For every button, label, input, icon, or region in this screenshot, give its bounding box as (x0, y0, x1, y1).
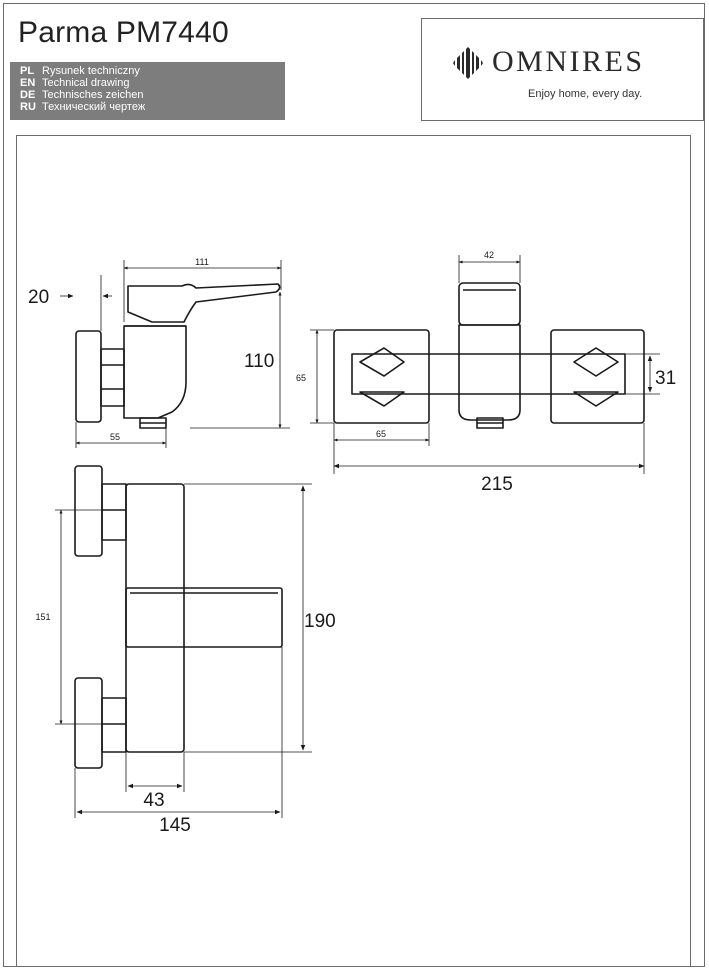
dim-front-width: 215 (481, 474, 513, 495)
dimension-lines (55, 255, 660, 818)
brand-name: OMNIRES (492, 45, 645, 78)
drawing-area (16, 135, 691, 967)
dim-front-top: 42 (484, 250, 494, 260)
dim-body-width: 43 (143, 790, 164, 811)
dim-side-width: 111 (195, 257, 209, 267)
language-label: Rysunek techniczny (42, 65, 140, 77)
top-nut-upper (101, 483, 127, 541)
top-nut-lower (101, 697, 127, 753)
dim-total-depth: 145 (159, 815, 191, 836)
language-label: Технический чертеж (42, 101, 146, 113)
dim-center-distance: 151 (35, 612, 50, 622)
language-label: Technisches zeichen (42, 89, 144, 101)
lever-handle (127, 283, 281, 323)
language-code: EN (20, 77, 36, 89)
language-label: Technical drawing (42, 77, 130, 89)
language-row-de: DE Technisches zeichen (20, 90, 285, 102)
top-lever (125, 587, 283, 648)
left-nut-face (359, 347, 405, 377)
language-row-en: EN Technical drawing (20, 78, 285, 90)
right-flange (550, 329, 645, 424)
left-flange (333, 329, 430, 424)
brand-tagline: Enjoy home, every day. (528, 88, 643, 100)
front-bar (351, 353, 626, 395)
right-nut-face (573, 347, 619, 377)
language-row-ru: RU Технический чертеж (20, 102, 285, 114)
valve-body (123, 325, 187, 419)
diamond-logo-icon (453, 47, 483, 79)
product-title: Parma PM7440 (18, 16, 229, 49)
language-code: DE (20, 89, 36, 101)
language-code: PL (20, 65, 35, 77)
dim-base-depth: 55 (110, 432, 120, 442)
side-view (75, 283, 281, 429)
language-code: RU (20, 101, 36, 113)
top-body (125, 483, 185, 753)
dim-wall-offset: 20 (28, 287, 49, 308)
dim-top-height: 190 (304, 611, 336, 632)
top-flange-lower (74, 677, 103, 769)
nut (100, 348, 125, 407)
top-view (74, 465, 283, 769)
dim-front-height: 65 (296, 373, 306, 383)
top-flange-upper (74, 465, 103, 557)
front-body (458, 324, 521, 421)
dim-flange-width: 65 (376, 429, 386, 439)
language-row-pl: PL Rysunek techniczny (20, 66, 285, 78)
front-view (333, 282, 645, 429)
logo-box: OMNIRES Enjoy home, every day. (421, 18, 704, 121)
language-bar: PL Rysunek techniczny EN Technical drawing… (10, 62, 285, 120)
dim-height: 110 (244, 351, 274, 372)
wall-flange (75, 330, 102, 423)
dim-lever-height: 31 (655, 368, 676, 389)
